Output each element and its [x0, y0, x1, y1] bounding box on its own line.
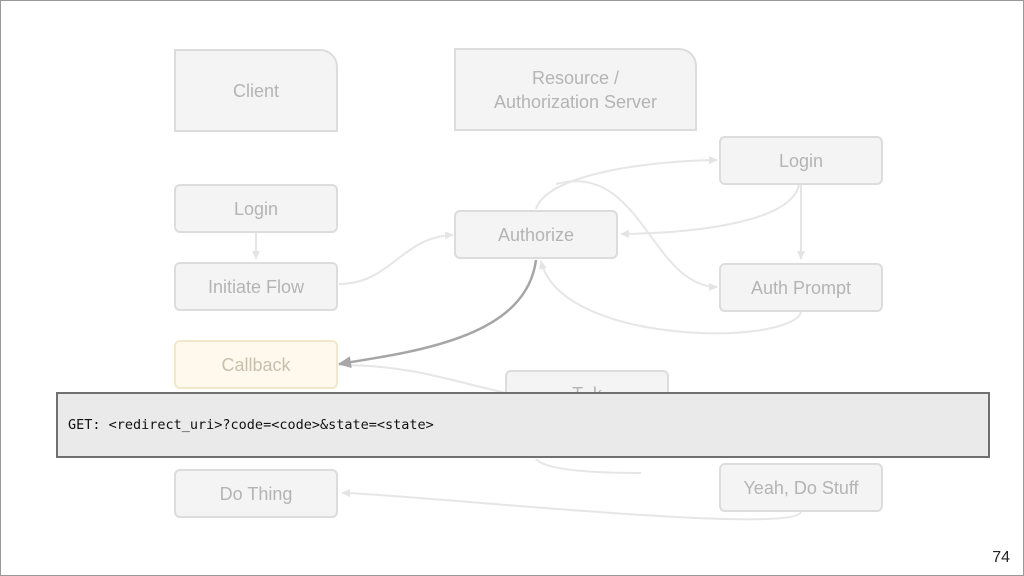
arrow-initiate-to-authorize — [338, 231, 454, 285]
arrow-authprompt-to-authorize — [538, 260, 802, 335]
node-callback-label: Callback — [221, 354, 291, 375]
node-yeah-do-stuff-label: Yeah, Do Stuff — [743, 477, 859, 498]
arrow-token-to-yeah — [535, 458, 642, 474]
server-header-line1: Resource / — [531, 67, 620, 88]
client-header-label: Client — [232, 80, 280, 101]
server-header-line2: Authorization Server — [493, 91, 658, 112]
node-client-login: Login — [174, 184, 338, 233]
node-auth-prompt-label: Auth Prompt — [750, 277, 852, 298]
node-yeah-do-stuff: Yeah, Do Stuff — [719, 463, 883, 512]
arrow-authorize-to-callback — [338, 259, 538, 369]
server-header: Resource / Authorization Server — [454, 48, 697, 131]
node-initiate-flow-label: Initiate Flow — [207, 276, 305, 297]
client-header: Client — [174, 49, 338, 132]
node-do-thing-label: Do Thing — [219, 483, 293, 504]
arrow-login-to-authorize — [620, 184, 800, 238]
node-authorize: Authorize — [454, 210, 618, 259]
node-callback: Callback — [174, 340, 338, 389]
arrow-authorize-to-authprompt — [555, 180, 718, 291]
node-client-login-label: Login — [233, 198, 279, 219]
node-initiate-flow: Initiate Flow — [174, 262, 338, 311]
node-do-thing: Do Thing — [174, 469, 338, 518]
page-number: 74 — [992, 549, 1010, 566]
arrow-yeah-to-dothing — [341, 489, 802, 521]
arrow-authorize-to-login — [535, 156, 718, 210]
node-server-login-label: Login — [778, 150, 824, 171]
node-server-login: Login — [719, 136, 883, 185]
redirect-code-bar: GET: <redirect_uri>?code=<code>&state=<s… — [56, 392, 990, 458]
arrow-callback-to-token — [338, 364, 507, 394]
node-auth-prompt: Auth Prompt — [719, 263, 883, 312]
node-authorize-label: Authorize — [497, 224, 575, 245]
redirect-code-text: GET: <redirect_uri>?code=<code>&state=<s… — [68, 417, 434, 433]
